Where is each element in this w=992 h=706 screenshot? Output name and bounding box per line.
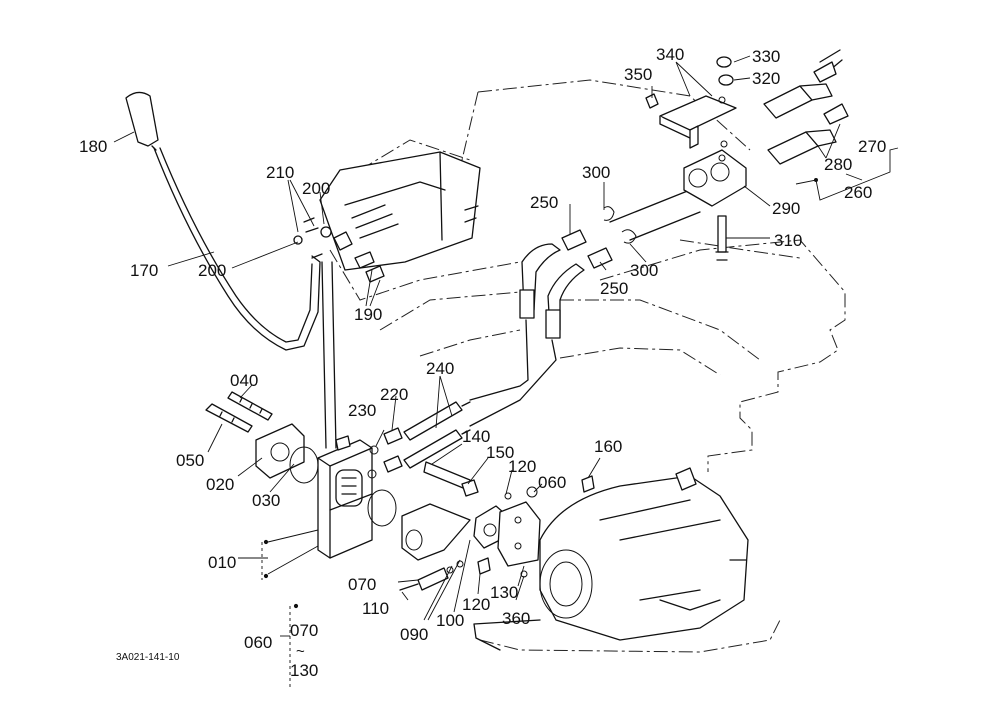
callout-200: 200 xyxy=(302,179,330,198)
callout-270: 270 xyxy=(858,137,886,156)
callout-070-bracket: 070 xyxy=(290,621,318,640)
inlet-flange xyxy=(205,391,397,527)
callout-110: 110 xyxy=(362,599,389,618)
diagram-caption: 3A021-141-10 xyxy=(116,652,180,663)
bracket-tilde: ~ xyxy=(296,643,305,660)
callout-200-lower: 200 xyxy=(198,261,226,280)
callout-340: 340 xyxy=(656,45,684,64)
callout-030: 030 xyxy=(252,491,280,510)
callout-120-lower: 120 xyxy=(462,595,490,614)
callout-130-bracket: 130 xyxy=(290,661,318,680)
control-lever xyxy=(125,91,337,449)
callout-280: 280 xyxy=(824,155,852,174)
control-valve xyxy=(317,435,373,559)
callout-230: 230 xyxy=(348,401,376,420)
callout-060-right: 060 xyxy=(538,473,566,492)
callout-060: 060 xyxy=(244,633,272,652)
callout-360: 360 xyxy=(502,609,530,628)
hydraulic-hoses xyxy=(469,229,613,427)
callout-290: 290 xyxy=(772,199,800,218)
callout-260: 260 xyxy=(844,183,872,202)
callout-040: 040 xyxy=(230,371,258,390)
tractor-body-outline xyxy=(329,79,846,653)
callout-250-lower: 250 xyxy=(600,279,628,298)
callout-300-lower: 300 xyxy=(630,261,658,280)
callout-090: 090 xyxy=(400,625,428,644)
callout-190: 190 xyxy=(354,305,382,324)
part-callouts: 180 170 210 200 200 190 040 050 020 030 … xyxy=(79,45,886,680)
coupler-mounting-bracket xyxy=(645,56,737,149)
callout-150: 150 xyxy=(486,443,514,462)
assembly-brackets xyxy=(261,539,299,690)
callout-310: 310 xyxy=(774,231,802,250)
quick-couplers xyxy=(763,49,849,182)
valve-cover xyxy=(319,151,481,271)
callout-010: 010 xyxy=(208,553,236,572)
hydraulic-fittings-and-lines xyxy=(367,401,471,479)
callout-220: 220 xyxy=(380,385,408,404)
callout-330: 330 xyxy=(752,47,780,66)
callout-050: 050 xyxy=(176,451,204,470)
hydraulic-pump-housing xyxy=(473,467,749,651)
callout-160: 160 xyxy=(594,437,622,456)
callout-120: 120 xyxy=(508,457,536,476)
callout-130: 130 xyxy=(490,583,518,602)
callout-210: 210 xyxy=(266,163,294,182)
relief-valve-parts xyxy=(399,461,595,591)
callout-070: 070 xyxy=(348,575,376,594)
callout-350: 350 xyxy=(624,65,652,84)
leader-lines xyxy=(113,55,899,621)
callout-320: 320 xyxy=(752,69,780,88)
callout-250: 250 xyxy=(530,193,558,212)
callout-180: 180 xyxy=(79,137,107,156)
callout-240: 240 xyxy=(426,359,454,378)
callout-140: 140 xyxy=(462,427,490,446)
callout-020: 020 xyxy=(206,475,234,494)
callout-300: 300 xyxy=(582,163,610,182)
coupler-bracket-assembly xyxy=(603,149,747,261)
callout-170: 170 xyxy=(130,261,158,280)
callout-100: 100 xyxy=(436,611,464,630)
lever-pivot-parts xyxy=(293,217,385,283)
